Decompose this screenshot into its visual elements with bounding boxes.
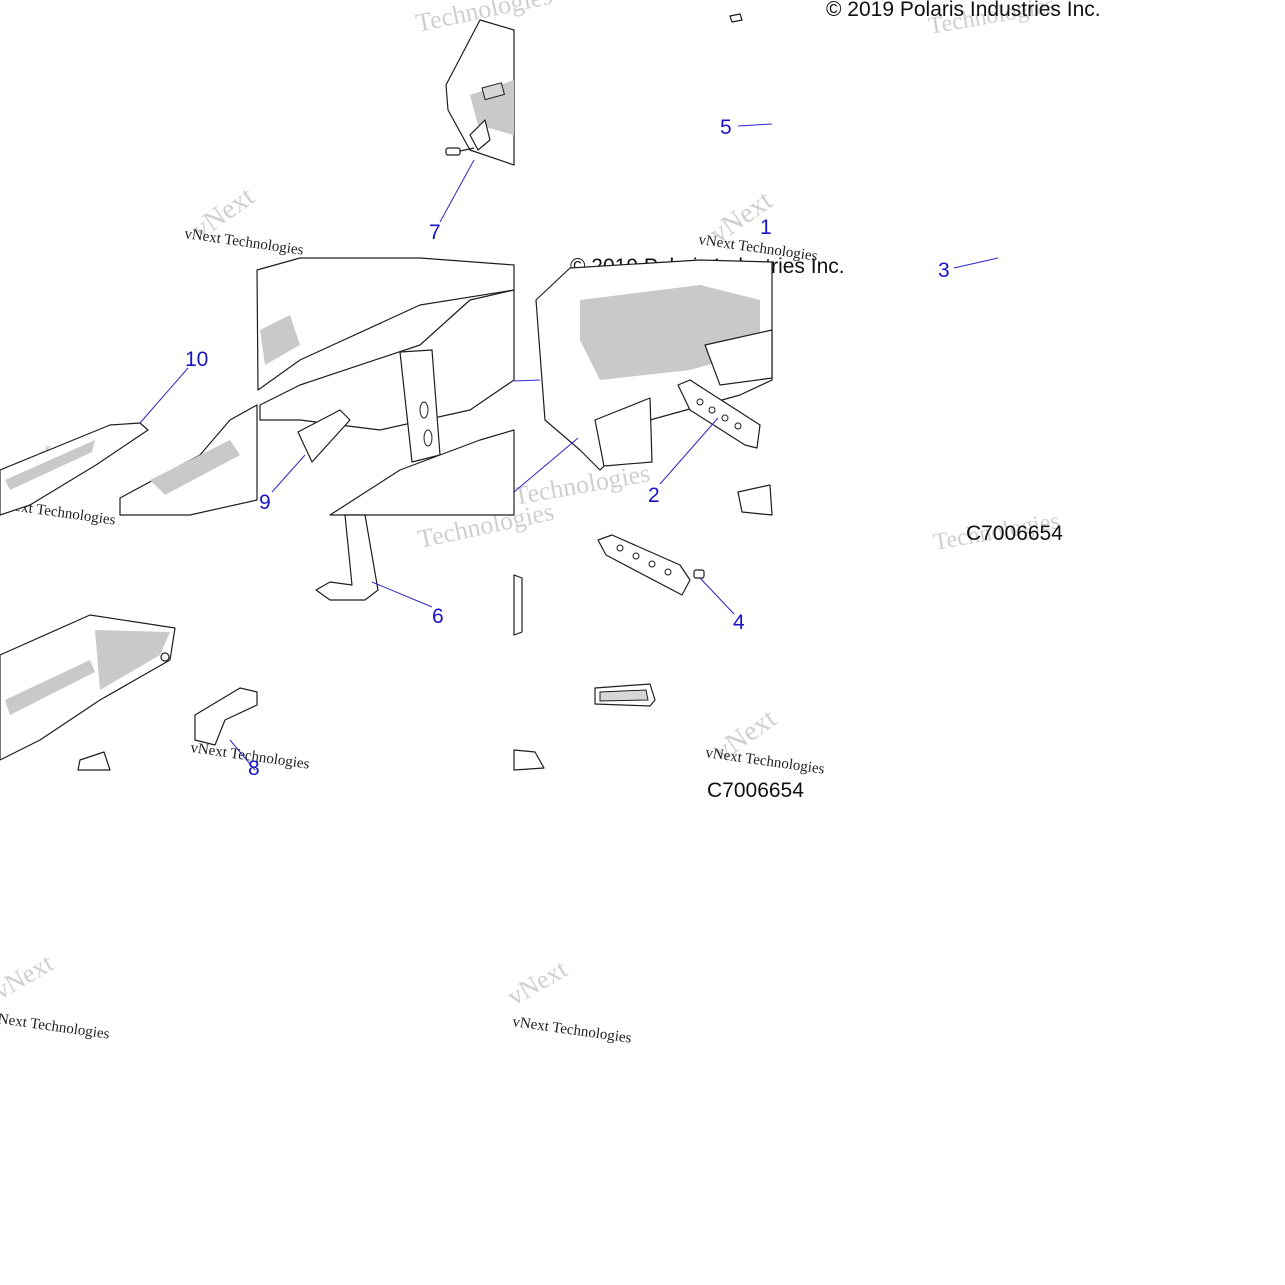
leader-8 (229, 739, 256, 771)
callout-10: 10 (185, 348, 208, 371)
bracket-4-part (597, 534, 691, 596)
watermark-technologies: Technologies (511, 458, 652, 511)
leader-2 (659, 417, 719, 485)
diagram-code: C7006654 (707, 779, 804, 802)
bracket-2-part (677, 379, 761, 449)
leader-10 (139, 367, 189, 424)
copyright-text: © 2019 Polaris Industries Inc. (826, 0, 1101, 21)
watermark-full: vNext Technologies (0, 1010, 111, 1043)
callout-9: 9 (259, 491, 271, 514)
watermark-brand: vNext (0, 948, 59, 1005)
lower-fender-part (0, 614, 176, 761)
tail-panel-part (0, 404, 258, 516)
bolt-part (693, 569, 705, 579)
small-part (77, 652, 170, 771)
edge-clip-part (513, 574, 545, 771)
leader-7 (439, 159, 475, 223)
handle-part (594, 683, 656, 707)
bolt-part (445, 147, 475, 156)
callout-7: 7 (429, 221, 441, 244)
leader-9 (271, 454, 306, 493)
watermark-full: vNext Technologies (183, 226, 304, 259)
part-drawings (0, 13, 773, 771)
callout-6: 6 (432, 605, 444, 628)
callout-2: 2 (648, 484, 660, 507)
callout-8: 8 (248, 757, 260, 780)
diagram-code: C7006654 (966, 522, 1063, 545)
leader-6 (371, 581, 433, 608)
console-part (535, 259, 773, 471)
watermark-layer: Technologies Technologies Technologies T… (0, 0, 1062, 1047)
leader-4 (699, 577, 735, 615)
leader-3 (953, 257, 999, 269)
center-frame-part (256, 257, 515, 516)
fender-corner-part (445, 19, 515, 166)
callout-layer: 7 5 1 3 10 9 2 6 4 8 (185, 116, 950, 780)
watermark-full: vNext Technologies (704, 745, 825, 778)
watermark-full: vNext Technologies (511, 1014, 632, 1047)
leader-lines (139, 123, 999, 771)
leader-1b (513, 379, 541, 382)
screw-part (729, 13, 743, 23)
leader-5 (737, 123, 773, 127)
callout-4: 4 (733, 611, 745, 634)
bracket-8-part (194, 687, 258, 746)
leader-1 (513, 437, 579, 493)
clip-part (737, 484, 773, 516)
callout-5: 5 (720, 116, 732, 139)
callout-1: 1 (760, 216, 772, 239)
watermark-brand: vNext (503, 954, 573, 1011)
bracket-6-part (315, 514, 379, 601)
callout-3: 3 (938, 259, 950, 282)
